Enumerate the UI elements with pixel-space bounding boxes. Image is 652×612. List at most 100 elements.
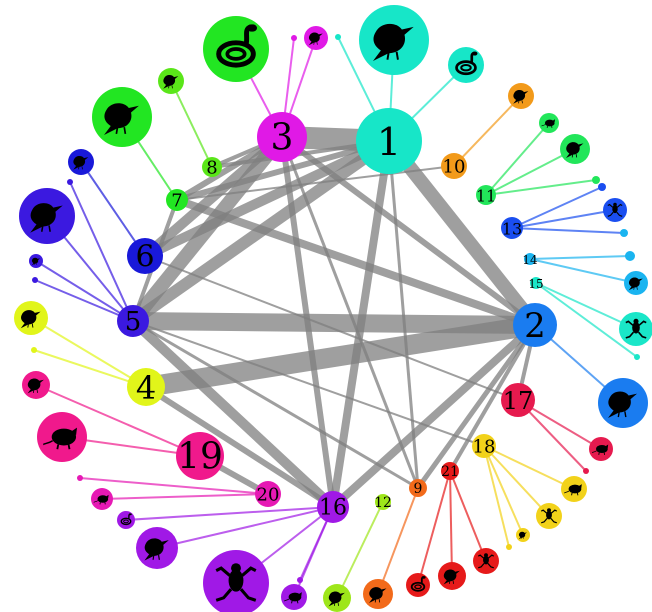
species-link	[417, 470, 451, 586]
species-node[interactable]	[136, 527, 178, 569]
hub-node[interactable]: 16	[317, 491, 349, 523]
hub-node[interactable]: 9	[409, 479, 427, 497]
species-node[interactable]	[473, 548, 499, 574]
species-link	[101, 493, 269, 500]
species-node[interactable]	[91, 488, 113, 510]
hub-node[interactable]: 4	[127, 368, 165, 407]
hub-label: 6	[135, 240, 154, 275]
species-node[interactable]	[516, 528, 530, 542]
species-node[interactable]	[22, 371, 50, 399]
species-node[interactable]	[560, 134, 590, 164]
hub-node[interactable]: 3	[257, 112, 307, 162]
species-node[interactable]	[589, 437, 613, 461]
species-link	[453, 95, 522, 167]
species-node[interactable]	[620, 229, 628, 237]
hub-edge	[142, 136, 392, 261]
hub-label: 14	[522, 253, 538, 267]
hub-node[interactable]: 8	[202, 157, 222, 179]
species-link	[485, 148, 576, 196]
hub-label: 19	[177, 437, 223, 478]
hub-node[interactable]: 1	[356, 108, 422, 174]
species-link	[485, 122, 550, 196]
species-node[interactable]	[323, 584, 351, 612]
species-node[interactable]	[539, 113, 559, 133]
species-node[interactable]	[14, 301, 48, 335]
hub-label: 5	[125, 307, 142, 337]
species-dot	[31, 347, 37, 353]
species-node[interactable]	[598, 183, 606, 191]
species-node[interactable]	[359, 5, 429, 75]
species-node[interactable]	[304, 26, 328, 50]
species-node[interactable]	[625, 251, 635, 261]
hub-label: 9	[414, 481, 423, 497]
species-dot	[634, 354, 640, 360]
species-node[interactable]	[203, 550, 269, 612]
species-link	[529, 258, 637, 284]
species-link	[483, 445, 550, 517]
edge-layer	[127, 126, 541, 511]
species-node[interactable]	[624, 271, 648, 295]
species-node[interactable]	[448, 47, 484, 83]
hub-node[interactable]: 19	[176, 432, 224, 480]
species-link	[336, 501, 384, 599]
hub-label: 2	[524, 306, 546, 346]
species-dot	[77, 475, 83, 481]
hub-node[interactable]: 10	[441, 153, 467, 179]
species-node[interactable]	[438, 562, 466, 590]
hub-node[interactable]: 14	[522, 253, 538, 267]
hub-edge	[132, 320, 485, 447]
species-node[interactable]	[19, 188, 75, 244]
hub-edge	[176, 138, 390, 203]
species-node[interactable]	[281, 584, 307, 610]
species-node[interactable]	[598, 378, 648, 428]
hub-label: 11	[476, 187, 496, 206]
species-node[interactable]	[406, 573, 430, 597]
hub-node[interactable]: 12	[374, 494, 392, 511]
hub-node[interactable]: 13	[501, 217, 523, 239]
hub-label: 10	[443, 157, 466, 178]
hub-edge	[127, 132, 288, 326]
species-node[interactable]	[603, 198, 627, 222]
species-link	[35, 260, 134, 322]
species-node[interactable]	[561, 476, 587, 502]
species-node[interactable]	[37, 412, 87, 462]
hub-label: 20	[257, 485, 280, 506]
hub-label: 12	[374, 495, 392, 511]
hub-edge	[132, 319, 419, 490]
species-node[interactable]	[363, 579, 393, 609]
species-dot	[583, 468, 589, 474]
species-node[interactable]	[92, 87, 152, 147]
species-dot	[335, 34, 341, 40]
species-link	[69, 181, 134, 322]
species-link	[30, 317, 147, 388]
species-node[interactable]	[29, 254, 43, 268]
species-node[interactable]	[203, 16, 269, 82]
hub-node[interactable]: 6	[127, 238, 163, 275]
hub-label: 3	[271, 118, 294, 159]
species-link	[511, 209, 616, 229]
hub-node[interactable]: 2	[513, 303, 557, 347]
hub-label: 13	[502, 220, 522, 239]
species-dot	[506, 544, 512, 550]
species-node[interactable]	[117, 511, 135, 529]
species-node[interactable]	[158, 68, 184, 94]
hub-node[interactable]: 7	[166, 189, 188, 212]
species-node[interactable]	[508, 83, 534, 109]
hub-node[interactable]: 18	[472, 434, 496, 458]
species-link	[485, 179, 597, 196]
species-node[interactable]	[619, 312, 652, 346]
hub-node[interactable]: 20	[255, 481, 281, 507]
hub-node[interactable]: 11	[476, 185, 496, 206]
species-dot	[67, 179, 73, 185]
hub-node[interactable]: 21	[441, 462, 459, 480]
species-link	[34, 279, 134, 322]
species-link	[483, 445, 524, 536]
species-node[interactable]	[592, 176, 600, 184]
hub-node[interactable]: 17	[501, 383, 535, 417]
species-node[interactable]	[536, 503, 562, 529]
species-dot	[32, 277, 38, 283]
hub-label: 4	[136, 369, 156, 407]
species-node[interactable]	[68, 149, 94, 175]
hub-node[interactable]: 15	[528, 277, 544, 291]
hub-node[interactable]: 5	[117, 305, 149, 337]
